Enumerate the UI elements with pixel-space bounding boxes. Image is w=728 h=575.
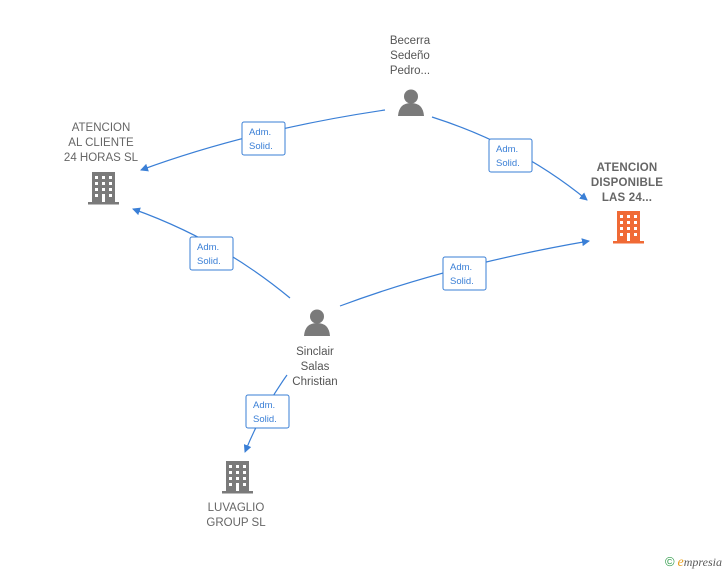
node-label-line-2: GROUP SL	[206, 517, 266, 529]
node-label-line-3: Pedro...	[390, 65, 430, 77]
edge-label-line-1: Adm.	[249, 127, 271, 138]
node-label-line-2: DISPONIBLE	[591, 177, 663, 189]
brand-name: mpresia	[683, 555, 722, 569]
edge-label[interactable]: Adm. Solid.	[488, 138, 533, 173]
node-atencion-cliente[interactable]: ATENCION AL CLIENTE 24 HORAS SL	[64, 122, 139, 205]
node-label-line-1: ATENCION	[72, 122, 131, 134]
node-label-line-2: AL CLIENTE	[68, 137, 134, 149]
edge-becerra-atencion-cliente: Adm. Solid.	[140, 109, 386, 172]
person-icon	[398, 89, 424, 116]
node-luvaglio[interactable]: LUVAGLIO GROUP SL	[206, 461, 266, 529]
edge-becerra-atencion-disponible: Adm. Solid.	[431, 116, 588, 201]
node-label-line-1: LUVAGLIO	[208, 502, 265, 514]
node-label-line-1: ATENCION	[597, 162, 658, 174]
node-label-line-3: 24 HORAS SL	[64, 152, 139, 164]
person-icon	[304, 309, 330, 336]
edge-label[interactable]: Adm. Solid.	[245, 394, 290, 429]
edge-label-line-1: Adm.	[450, 262, 472, 273]
brand-footer[interactable]: ©empresia	[665, 554, 722, 571]
node-becerra[interactable]: Becerra Sedeño Pedro...	[390, 35, 431, 116]
edge-label-line-1: Adm.	[197, 242, 219, 253]
node-label-line-3: Christian	[292, 376, 337, 388]
node-atencion-disponible[interactable]: ATENCION DISPONIBLE LAS 24...	[591, 162, 663, 244]
brand-logo: empresia	[677, 555, 722, 570]
edge-label-line-2: Solid.	[253, 414, 277, 425]
edge-label-line-2: Solid.	[197, 256, 221, 267]
edge-label-line-2: Solid.	[496, 158, 520, 169]
edge-label-line-2: Solid.	[450, 276, 474, 287]
edge-label-line-2: Solid.	[249, 141, 273, 152]
node-label-line-2: Salas	[301, 361, 330, 373]
building-icon	[613, 211, 644, 244]
edge-label[interactable]: Adm. Solid.	[241, 121, 286, 156]
building-icon	[222, 461, 253, 494]
copyright-icon: ©	[664, 554, 675, 569]
node-sinclair[interactable]: Sinclair Salas Christian	[292, 309, 338, 389]
building-icon	[88, 172, 119, 205]
node-label-line-1: Sinclair	[296, 346, 334, 358]
node-label-line-1: Becerra	[390, 35, 431, 47]
brand-initial: e	[677, 555, 684, 570]
edge-sinclair-atencion-cliente: Adm. Solid.	[132, 207, 291, 299]
node-label-line-3: LAS 24...	[602, 192, 652, 204]
edge-label-line-1: Adm.	[253, 400, 275, 411]
edge-label[interactable]: Adm. Solid.	[442, 256, 487, 291]
edge-sinclair-atencion-disponible: Adm. Solid.	[339, 238, 590, 307]
node-label-line-2: Sedeño	[390, 50, 430, 62]
edge-label-line-1: Adm.	[496, 144, 518, 155]
edge-sinclair-luvaglio: Adm. Solid.	[243, 374, 290, 453]
edge-label[interactable]: Adm. Solid.	[189, 236, 234, 271]
